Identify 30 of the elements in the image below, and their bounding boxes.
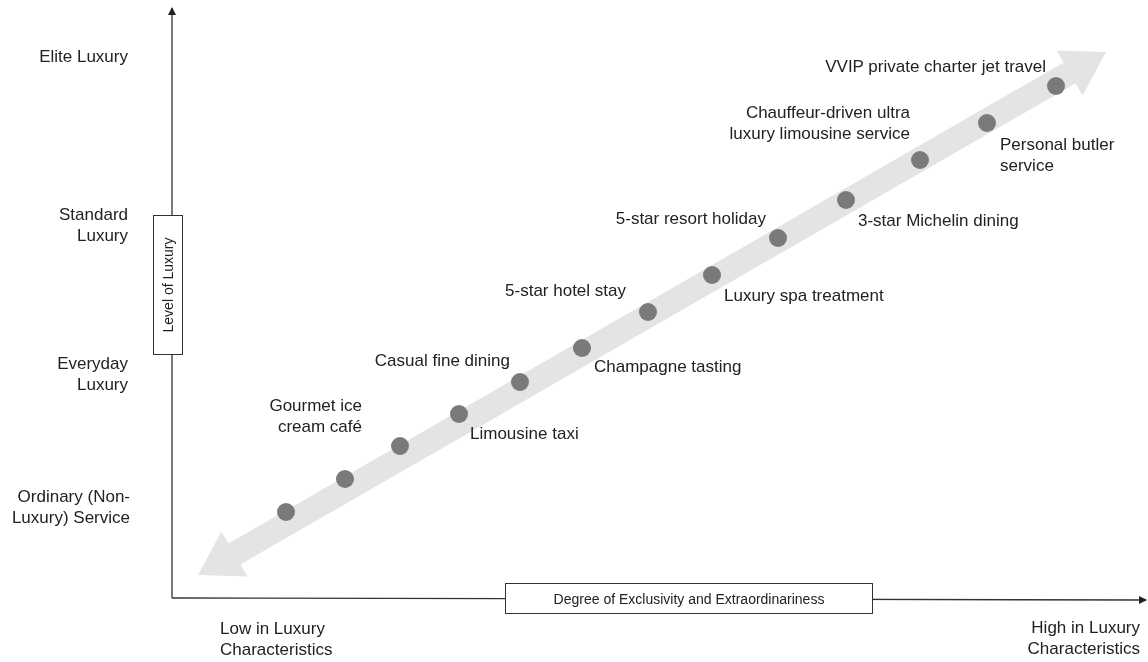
dot-marker	[703, 266, 721, 284]
dot-marker	[450, 405, 468, 423]
service-label: 5-star resort holiday	[614, 208, 766, 229]
service-label: Luxury spa treatment	[724, 285, 885, 306]
dot-marker	[336, 470, 354, 488]
dot-marker	[573, 339, 591, 357]
service-label: 5-star hotel stay	[504, 280, 626, 301]
service-label: VVIP private charter jet travel	[824, 56, 1046, 77]
service-label: Personal butler service	[1000, 134, 1116, 176]
service-label: Gourmet ice cream café	[268, 395, 362, 437]
service-label: Chauffeur-driven ultra luxury limousine service	[728, 102, 910, 144]
level-label: Standard Luxury	[58, 204, 128, 246]
level-label: Everyday Luxury	[56, 353, 128, 395]
axis-end-label: High in Luxury Characteristics	[1026, 617, 1140, 659]
dot-marker	[639, 303, 657, 321]
dot-marker	[769, 229, 787, 247]
axis-end-label: Low in Luxury Characteristics	[220, 618, 334, 660]
service-label: Champagne tasting	[594, 356, 743, 377]
level-label: Ordinary (Non-Luxury) Service	[10, 486, 130, 528]
service-label: Casual fine dining	[373, 350, 510, 371]
dot-marker	[277, 503, 295, 521]
service-label: Limousine taxi	[470, 423, 580, 444]
level-label: Elite Luxury	[38, 46, 128, 67]
dot-marker	[511, 373, 529, 391]
axis-title-box	[153, 215, 183, 355]
axis-title: Level of Luxury	[160, 237, 176, 333]
dot-marker	[391, 437, 409, 455]
service-label: 3-star Michelin dining	[858, 210, 1020, 231]
axis-title: Degree of Exclusivity and Extraordinariness	[553, 590, 825, 607]
axis-title-box	[505, 583, 873, 614]
